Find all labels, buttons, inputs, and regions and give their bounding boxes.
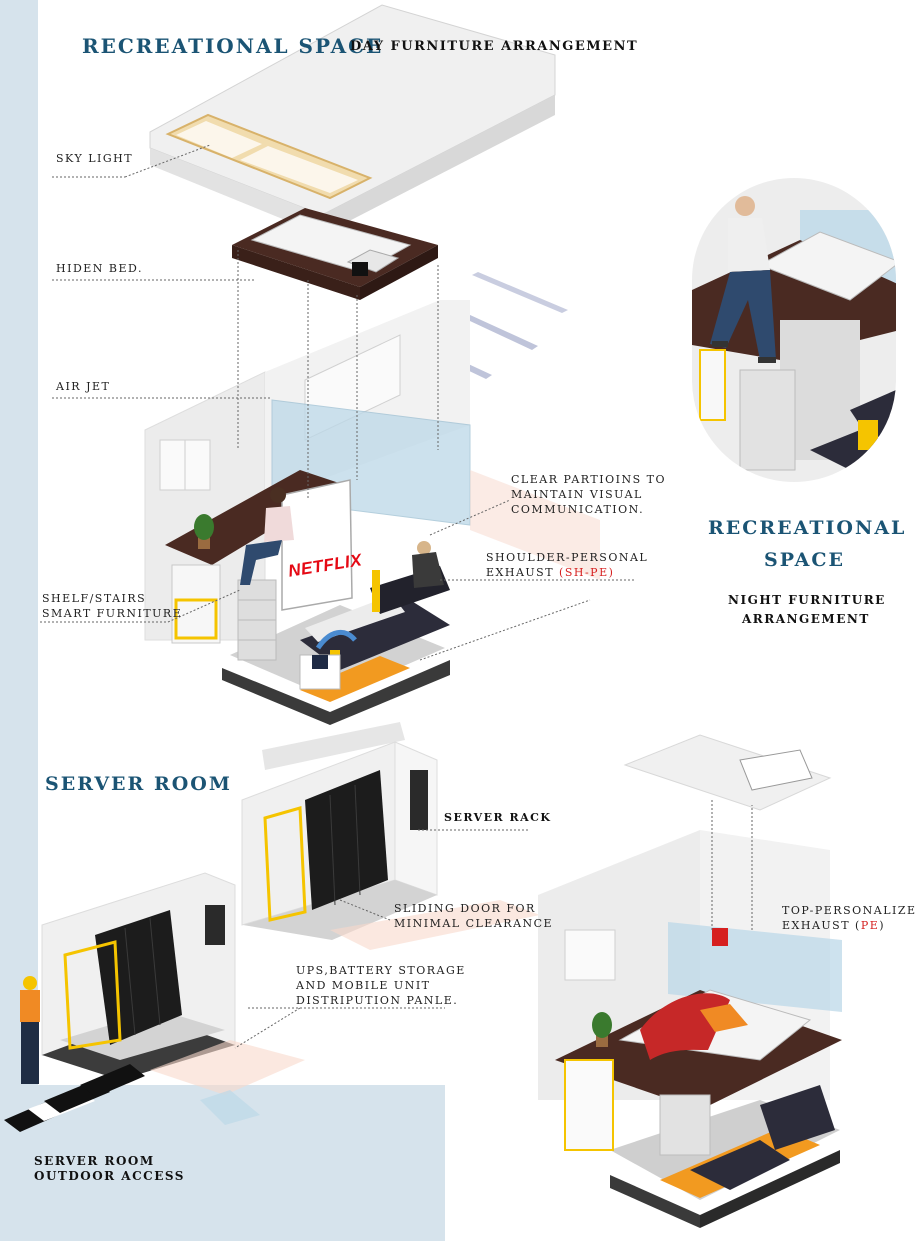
- person-sitting-on-desk: [240, 487, 294, 585]
- label-top-exhaust-line1: TOP-PERSONALIZED: [782, 904, 915, 917]
- label-clear-partitions-line2: MAINTAIN VISUAL: [511, 488, 643, 501]
- server-room-title: SERVER ROOM: [45, 773, 232, 795]
- night-roof: [623, 734, 832, 811]
- label-sliding-door-line1: SLIDING DOOR FOR: [394, 902, 536, 915]
- label-clear-partitions: CLEAR PARTIOINS TO MAINTAIN VISUAL COMMU…: [511, 472, 666, 517]
- day-section-title: RECREATIONAL SPACE: [82, 34, 384, 58]
- label-top-exhaust-suffix: ): [879, 919, 886, 932]
- hidden-bed: [232, 208, 438, 300]
- label-shoulder-exhaust-line1: SHOULDER-PERSONAL: [486, 551, 649, 564]
- server-room-ceiling: [262, 722, 405, 770]
- leader-lines: [40, 144, 753, 1049]
- worker-figure: [20, 976, 40, 1084]
- night-section-subtitle-line2: ARRANGEMENT: [742, 612, 870, 626]
- plant: [194, 514, 214, 549]
- label-shelf-stairs-line1: SHELF/STAIRS: [42, 592, 147, 605]
- skylight: [165, 113, 373, 200]
- night-section-subtitle-line1: NIGHT FURNITURE: [728, 593, 886, 607]
- server-room-lower: [41, 872, 305, 1125]
- sofa-and-person: [299, 541, 450, 690]
- label-top-exhaust-line2: EXHAUST (PE): [782, 918, 915, 933]
- label-sliding-door: SLIDING DOOR FOR MINIMAL CLEARANCE: [394, 901, 553, 931]
- day-section-subtitle: DAY FURNITURE ARRANGEMENT: [350, 39, 639, 54]
- label-top-exhaust-prefix: EXHAUST (: [782, 919, 861, 932]
- label-ups-line3: DISTRIPUTION PANLE.: [296, 994, 459, 1007]
- night-section-title-line2: SPACE: [764, 549, 845, 571]
- tv-screen: [281, 479, 353, 611]
- label-air-jet: AIR JET: [56, 380, 111, 393]
- entry-ramp-stripes: [4, 1064, 145, 1132]
- label-ups-line2: AND MOBILE UNIT: [296, 979, 431, 992]
- label-shoulder-exhaust: SHOULDER-PERSONAL EXHAUST (SH-PE): [486, 550, 648, 580]
- label-ups-line1: UPS,BATTERY STORAGE: [296, 964, 466, 977]
- label-top-exhaust: TOP-PERSONALIZED EXHAUST (PE): [782, 903, 915, 933]
- label-top-exhaust-code: PE: [860, 919, 880, 932]
- label-ups: UPS,BATTERY STORAGE AND MOBILE UNIT DIST…: [296, 963, 466, 1008]
- label-shoulder-exhaust-code: (SH-PE): [559, 566, 615, 579]
- night-vignette: [692, 178, 896, 482]
- label-clear-partitions-line1: CLEAR PARTIOINS TO: [511, 473, 666, 486]
- night-room: [538, 830, 842, 1228]
- label-sliding-door-line2: MINIMAL CLEARANCE: [394, 917, 554, 930]
- server-room-access-line2: OUTDOOR ACCESS: [34, 1169, 185, 1183]
- label-shelf-stairs: SHELF/STAIRS SMART FURNITURE: [42, 591, 182, 621]
- night-section-title-line1: RECREATIONAL: [708, 517, 907, 539]
- label-sky-light: SKY LIGHT: [56, 152, 134, 165]
- label-hidden-bed: HIDEN BED.: [56, 262, 143, 275]
- label-server-rack: SERVER RACK: [444, 811, 552, 824]
- server-room-access-line1: SERVER ROOM: [34, 1154, 155, 1168]
- label-shoulder-exhaust-prefix: EXHAUST: [486, 566, 560, 579]
- label-clear-partitions-line3: COMMUNICATION.: [511, 503, 645, 516]
- label-shelf-stairs-line2: SMART FURNITURE: [42, 607, 183, 620]
- label-shoulder-exhaust-line2: EXHAUST (SH-PE): [486, 565, 648, 580]
- server-room-upper: [241, 741, 540, 950]
